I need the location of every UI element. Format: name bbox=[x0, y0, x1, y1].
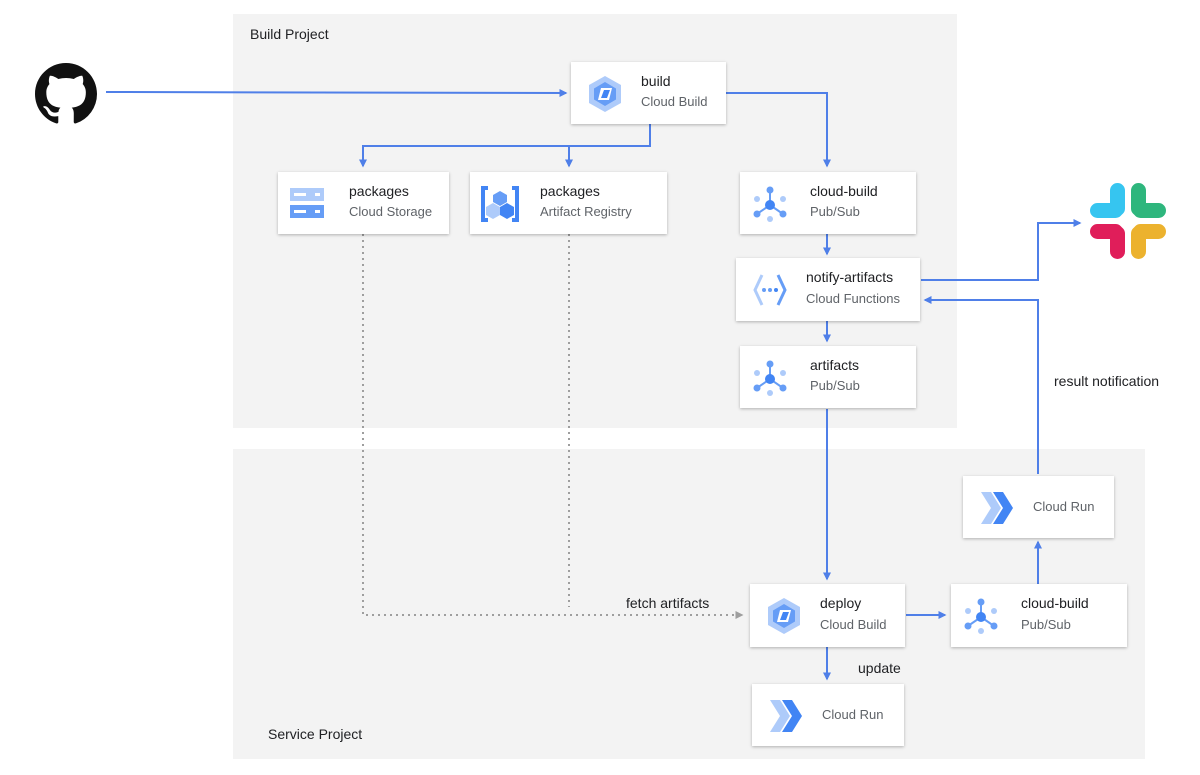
packages-registry-node[interactable]: packages Artifact Registry bbox=[470, 172, 667, 234]
packages-registry-subtitle: Artifact Registry bbox=[540, 204, 632, 219]
artifact-registry-icon bbox=[481, 186, 519, 222]
pubsub-icon bbox=[753, 186, 787, 222]
cloud-build-icon bbox=[768, 598, 800, 634]
cloud-build-icon bbox=[589, 76, 621, 112]
cloud-run-icon bbox=[981, 492, 1013, 524]
notify-artifacts-title: notify-artifacts bbox=[806, 269, 894, 285]
arrow-function-to-slack bbox=[921, 219, 1082, 281]
service-project-label: Service Project bbox=[268, 726, 363, 742]
build-node[interactable]: build Cloud Build bbox=[571, 62, 726, 124]
cloud-run-icon bbox=[770, 700, 802, 732]
cloud-build-topic-subtitle: Pub/Sub bbox=[810, 204, 860, 219]
cloud-storage-icon bbox=[290, 188, 324, 218]
notify-artifacts-subtitle: Cloud Functions bbox=[806, 291, 900, 306]
arrow-github-to-build bbox=[105, 88, 568, 97]
deploy-subtitle: Cloud Build bbox=[820, 617, 887, 632]
arrow-run-to-function bbox=[923, 296, 1039, 474]
packages-registry-title: packages bbox=[540, 183, 600, 199]
update-label: update bbox=[858, 660, 901, 676]
service-cloud-build-topic-node[interactable]: cloud-build Pub/Sub bbox=[951, 584, 1127, 647]
build-title: build bbox=[641, 73, 671, 89]
notifier-cloud-run-label: Cloud Run bbox=[1033, 499, 1095, 514]
cloud-build-topic-node[interactable]: cloud-build Pub/Sub bbox=[740, 172, 916, 234]
slack-icon bbox=[1090, 183, 1166, 259]
result-notification-label: result notification bbox=[1054, 373, 1160, 389]
dotted-storage-to-deploy bbox=[362, 234, 744, 619]
deploy-node[interactable]: deploy Cloud Build bbox=[750, 584, 905, 647]
packages-storage-node[interactable]: packages Cloud Storage bbox=[278, 172, 449, 234]
service-cloud-run-label: Cloud Run bbox=[822, 707, 884, 722]
arrow-build-to-storage bbox=[359, 124, 651, 168]
artifacts-topic-title: artifacts bbox=[810, 357, 860, 373]
service-cloud-build-topic-title: cloud-build bbox=[1021, 595, 1089, 611]
build-project-label: Build Project bbox=[250, 26, 329, 42]
notifier-cloud-run-node[interactable]: Cloud Run bbox=[963, 476, 1114, 538]
github-icon bbox=[35, 63, 97, 124]
notify-artifacts-node[interactable]: notify-artifacts Cloud Functions bbox=[736, 258, 920, 321]
service-cloud-run-node[interactable]: Cloud Run bbox=[752, 684, 904, 746]
build-subtitle: Cloud Build bbox=[641, 94, 708, 109]
artifacts-topic-subtitle: Pub/Sub bbox=[810, 378, 860, 393]
packages-storage-title: packages bbox=[349, 183, 409, 199]
cloud-build-topic-title: cloud-build bbox=[810, 183, 878, 199]
service-cloud-build-topic-subtitle: Pub/Sub bbox=[1021, 617, 1071, 632]
arrow-build-to-pubsub bbox=[726, 92, 831, 168]
artifacts-topic-node[interactable]: artifacts Pub/Sub bbox=[740, 346, 916, 408]
pubsub-icon bbox=[753, 360, 787, 396]
packages-storage-subtitle: Cloud Storage bbox=[349, 204, 433, 219]
fetch-artifacts-label: fetch artifacts bbox=[626, 595, 710, 611]
cloud-functions-icon bbox=[753, 274, 787, 306]
pubsub-icon bbox=[964, 598, 998, 634]
deploy-title: deploy bbox=[820, 595, 862, 611]
